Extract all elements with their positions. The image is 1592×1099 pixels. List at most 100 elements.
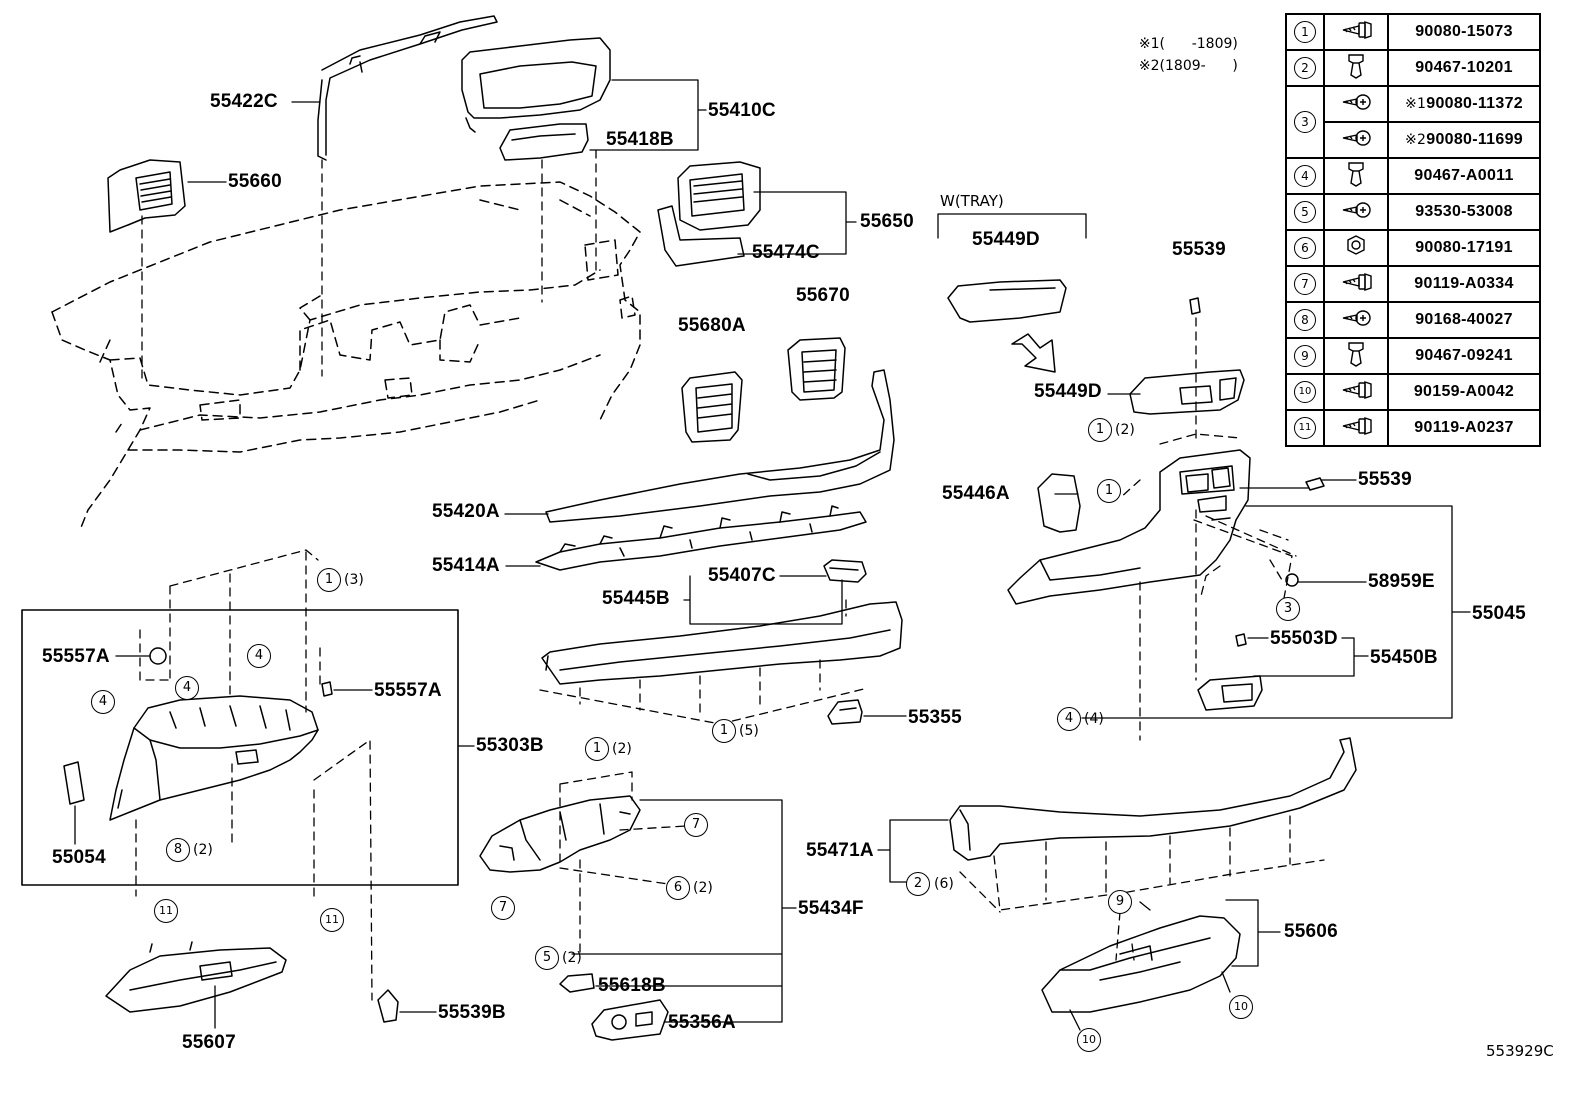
switch-bezel	[1197, 675, 1263, 711]
windshield-trim	[317, 15, 498, 161]
legend-part-number: 90119-A0237	[1387, 409, 1541, 447]
part-label-55471A: 55471A	[806, 840, 874, 861]
part-label-55474C: 55474C	[752, 242, 820, 263]
lower-bracket	[479, 795, 641, 873]
clip-58959E	[1285, 573, 1299, 587]
legend-number: 5	[1285, 193, 1325, 231]
legend-row: 4 90467-A0011	[1285, 157, 1541, 195]
legend-number: 3	[1285, 85, 1325, 159]
callout-1: 1	[317, 568, 341, 592]
part-label-55650: 55650	[860, 211, 914, 232]
legend-number-circle: 4	[1294, 165, 1316, 187]
bolt-icon	[1323, 13, 1389, 51]
legend-number-circle: 3	[1294, 111, 1316, 133]
clip-top	[1189, 297, 1201, 315]
screw-icon	[1323, 301, 1389, 339]
part-label-55420A: 55420A	[432, 501, 500, 522]
legend-number: 1	[1285, 13, 1325, 51]
left-vent	[107, 159, 186, 233]
legend-part-code: 93530-53008	[1415, 203, 1513, 220]
part-label-58959E: 58959E	[1368, 571, 1435, 592]
legend-row: 5 93530-53008	[1285, 193, 1541, 231]
legend-part-code: 90467-10201	[1415, 59, 1513, 76]
callout-qty: (6)	[934, 876, 954, 892]
callout-9: 9	[1108, 890, 1132, 914]
part-label-55434F: 55434F	[798, 898, 864, 919]
screw-icon	[1323, 121, 1389, 159]
center-switch-panel	[1007, 449, 1251, 605]
legend-number-circle: 10	[1294, 381, 1316, 403]
part-label-55356A: 55356A	[668, 1012, 736, 1033]
bolt-icon	[1323, 265, 1389, 303]
lower-dash-trim	[949, 737, 1357, 861]
callout-10: 10	[1077, 1028, 1101, 1052]
part-label-55045: 55045	[1472, 603, 1526, 624]
callout-qty: (2)	[612, 741, 632, 757]
callout-1: 1	[1097, 479, 1121, 503]
legend-part-number: 93530-53008	[1387, 193, 1541, 231]
part-label-55539B: 55539B	[438, 1002, 506, 1023]
callout-qty: (2)	[1115, 422, 1135, 438]
legend-part-prefix: ※2	[1405, 132, 1427, 148]
legend-row: 8 90168-40027	[1285, 301, 1541, 339]
part-label-55606: 55606	[1284, 921, 1338, 942]
legend-part-number: 90467-A0011	[1387, 157, 1541, 195]
callout-qty: (5)	[739, 723, 759, 739]
callout-3: 3	[1276, 597, 1300, 621]
clip-icon	[1323, 157, 1389, 195]
legend-part-number: 90080-15073	[1387, 13, 1541, 51]
part-label-55410C: 55410C	[708, 100, 776, 121]
meter-bezel-lower	[499, 123, 589, 161]
tray-label: W(TRAY)	[940, 192, 1004, 210]
part-label-55618B: 55618B	[598, 975, 666, 996]
upper-switch-panel	[1129, 369, 1245, 415]
part-label-55557A-right: 55557A	[374, 680, 442, 701]
legend-number: 9	[1285, 337, 1325, 375]
legend-number-circle: 1	[1294, 21, 1316, 43]
part-label-55660: 55660	[228, 171, 282, 192]
legend-number: 4	[1285, 157, 1325, 195]
callout-1: 1	[1088, 418, 1112, 442]
legend-part-code: 90467-A0011	[1414, 167, 1514, 184]
dashboard-panel	[51, 181, 641, 531]
legend-number-circle: 6	[1294, 237, 1316, 259]
legend-part-code: 90080-17191	[1415, 239, 1513, 256]
legend-number-circle: 11	[1294, 417, 1316, 439]
dash-bracket	[535, 505, 867, 571]
legend-part-code: 90080-11372	[1426, 95, 1523, 112]
part-label-55680A: 55680A	[678, 315, 746, 336]
meter-hood	[461, 37, 611, 133]
callout-7: 7	[684, 813, 708, 837]
legend-part-code: 90159-A0042	[1413, 383, 1515, 400]
part-label-55407C: 55407C	[708, 565, 776, 586]
part-label-55670: 55670	[796, 285, 850, 306]
part-label-55449D-tray: 55449D	[972, 229, 1040, 250]
legend-part-number: 90080-17191	[1387, 229, 1541, 267]
nut-icon	[1323, 229, 1389, 267]
callout-qty: (3)	[344, 572, 364, 588]
legend-part-number: 90159-A0042	[1387, 373, 1541, 411]
legend-number-circle: 9	[1294, 345, 1316, 367]
part-label-55303B: 55303B	[476, 735, 544, 756]
callout-qty: (2)	[693, 880, 713, 896]
legend-part-code: 90467-09241	[1415, 347, 1513, 364]
legend-number: 8	[1285, 301, 1325, 339]
legend-part-code: 90080-15073	[1415, 23, 1513, 40]
part-label-55450B: 55450B	[1370, 647, 1438, 668]
legend-part-code: 90168-40027	[1415, 311, 1513, 328]
legend-part-number: ※190080-11372	[1387, 85, 1541, 123]
part-label-55449D: 55449D	[1034, 381, 1102, 402]
bracket-55618B	[559, 973, 595, 993]
clip-icon	[1323, 49, 1389, 87]
lower-cover-right	[1041, 915, 1241, 1013]
legend-row: 3 ※190080-11372	[1285, 85, 1541, 159]
part-label-55607: 55607	[182, 1032, 236, 1053]
legend-part-code: 90119-A0237	[1414, 419, 1514, 436]
small-cover	[823, 559, 867, 583]
part-label-55355: 55355	[908, 707, 962, 728]
diagram-code: 553929C	[1486, 1042, 1554, 1060]
part-label-55445B: 55445B	[602, 588, 670, 609]
